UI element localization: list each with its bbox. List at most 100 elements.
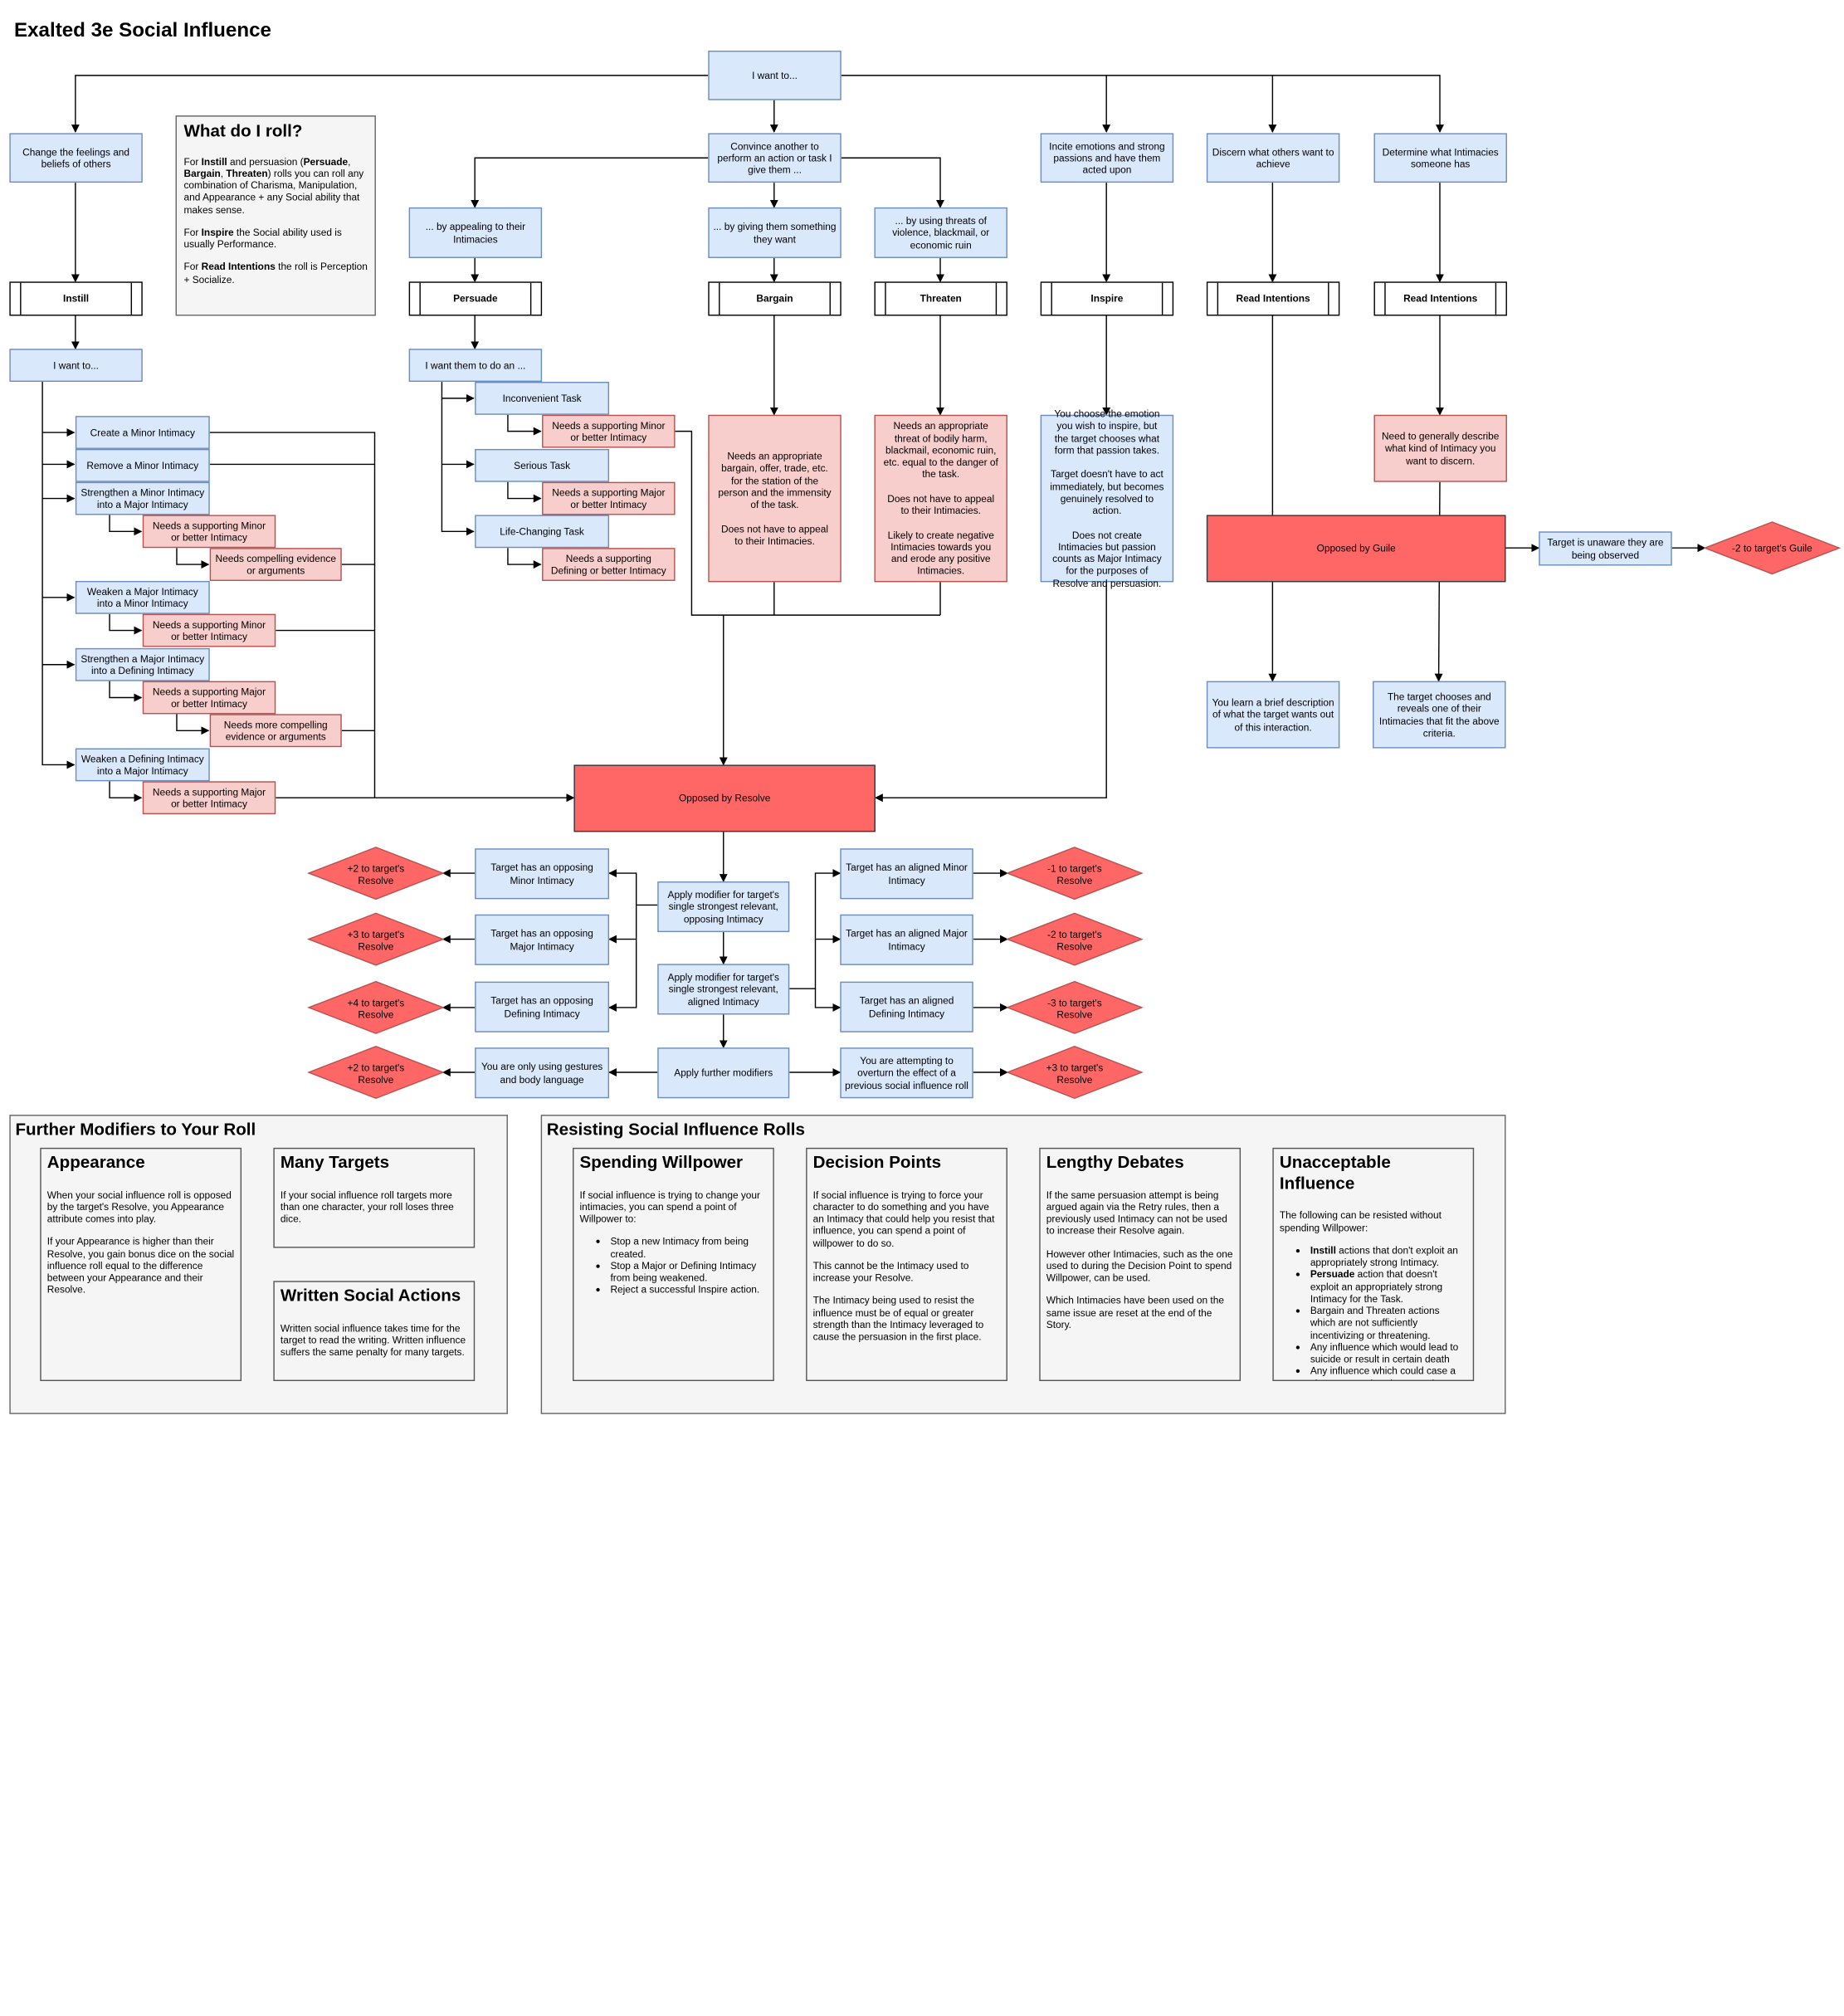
resolve-modifier: -2 to target's Resolve — [1046, 928, 1102, 953]
diamond-shape — [1005, 1046, 1144, 1100]
many-targets-card: Many Targets If your social influence ro… — [273, 1147, 476, 1248]
list-item: Any influence which would lead to suicid… — [1310, 1341, 1467, 1365]
written-actions-title: Written Social Actions — [280, 1286, 461, 1306]
list-item: Stop a new Intimacy from being created. — [610, 1236, 767, 1260]
unacceptable-influence-card: Unacceptable Influence The following can… — [1272, 1147, 1475, 1382]
root-node: I want to... — [708, 51, 842, 100]
written-actions-text: Written social influence takes time for … — [280, 1321, 466, 1358]
opposing-defining-node: Target has an opposing Defining Intimacy — [475, 981, 610, 1032]
lengthy-debates-title: Lengthy Debates — [1046, 1153, 1184, 1173]
apply-further-node: Apply further modifiers — [657, 1047, 790, 1099]
learn-result: You learn a brief description of what th… — [1206, 681, 1340, 749]
convince-node: Convince another to perform an action or… — [708, 133, 842, 183]
read-intentions-process: Read Intentions — [1206, 281, 1340, 316]
remove-minor-node: Remove a Minor Intimacy — [75, 448, 210, 482]
list-item: Persuade action that doesn't exploit an … — [1310, 1268, 1467, 1305]
unacceptable-list: Instill actions that don't exploit an ap… — [1280, 1244, 1467, 1380]
roll-card-heading: What do I roll? — [183, 122, 303, 142]
need-task-major-node: Needs a supporting Major or better Intim… — [542, 481, 676, 515]
further-modifiers-heading: Further Modifiers to Your Roll — [15, 1120, 256, 1140]
resolve-modifier: +2 to target's Resolve — [347, 1062, 405, 1086]
determine-node: Determine what Intimacies someone has — [1373, 133, 1507, 183]
instill-process: Instill — [9, 281, 143, 316]
written-actions-card: Written Social Actions Written social in… — [273, 1281, 476, 1382]
list-item: Instill actions that don't exploit an ap… — [1310, 1244, 1467, 1268]
unaware-node: Target is unaware they are being observe… — [1539, 531, 1672, 566]
instill-want-node: I want to... — [9, 349, 143, 383]
create-minor-node: Create a Minor Intimacy — [75, 416, 210, 449]
list-item: Any influence which could case a charact… — [1310, 1365, 1467, 1380]
opposing-minor-node: Target has an opposing Minor Intimacy — [475, 848, 610, 900]
incite-node: Incite emotions and strong passions and … — [1040, 133, 1174, 183]
apply-opposing-node: Apply modifier for target's single stron… — [657, 881, 790, 933]
describe-note: Need to generally describe what kind of … — [1373, 414, 1507, 482]
diamond-shape — [1005, 912, 1144, 966]
bargain-process: Bargain — [708, 281, 842, 316]
resisting-heading: Resisting Social Influence Rolls — [546, 1120, 805, 1140]
need-task-minor-node: Needs a supporting Minor or better Intim… — [542, 414, 676, 448]
resolve-modifier: -3 to target's Resolve — [1046, 997, 1102, 1021]
reveal-result: The target chooses and reveals one of th… — [1373, 681, 1506, 749]
willpower-list: Stop a new Intimacy from being created. … — [580, 1236, 768, 1296]
aligned-minor-node: Target has an aligned Minor Intimacy — [840, 848, 973, 900]
need-major-node: Needs a supporting Major or better Intim… — [142, 681, 276, 715]
decision-points-title: Decision Points — [812, 1153, 942, 1173]
decision-points-text: This cannot be the Intimacy used to incr… — [812, 1259, 969, 1284]
inspire-note: You choose the emotion you wish to inspi… — [1040, 408, 1174, 588]
resolve-modifier: -1 to target's Resolve — [1046, 862, 1102, 886]
diamond-shape — [1703, 521, 1842, 575]
aligned-defining-node: Target has an aligned Defining Intimacy — [840, 981, 973, 1032]
diamond-shape — [307, 847, 445, 901]
giving-node: ... by giving them something they want — [708, 207, 842, 258]
persuade-want-node: I want them to do an ... — [408, 349, 543, 383]
more-compelling-node: Needs more compelling evidence or argume… — [209, 714, 342, 748]
spending-willpower-card: Spending Willpower If social influence i… — [573, 1147, 774, 1382]
threaten-process: Threaten — [874, 281, 1007, 316]
resolve-modifier: +2 to target's Resolve — [347, 862, 405, 886]
read-intentions-process: Read Intentions — [1373, 281, 1507, 316]
list-item: Bargain and Threaten actions which are n… — [1310, 1305, 1467, 1341]
unacceptable-influence-title: Unacceptable Influence — [1279, 1153, 1391, 1193]
threats-node: ... by using threats of violence, blackm… — [874, 207, 1007, 258]
appearance-text: If your Appearance is higher than their … — [46, 1235, 235, 1296]
need-minor-node: Needs a supporting Minor or better Intim… — [142, 613, 276, 647]
decision-points-text: The Intimacy being used to resist the in… — [812, 1294, 984, 1343]
guile-modifier: -2 to target's Guile — [1731, 542, 1812, 554]
resolve-modifier: +3 to target's Resolve — [1046, 1062, 1104, 1086]
roll-card-paragraph: For Read Intentions the roll is Percepti… — [183, 261, 368, 286]
inspire-process: Inspire — [1040, 281, 1174, 316]
roll-card-paragraph: For Inspire the Social ability used is u… — [183, 226, 342, 251]
many-targets-text: If your social influence roll targets mo… — [280, 1189, 454, 1225]
unacceptable-influence-text: The following can be resisted without sp… — [1279, 1209, 1442, 1233]
spending-willpower-title: Spending Willpower — [579, 1153, 744, 1173]
appearance-card: Appearance When your social influence ro… — [40, 1147, 242, 1382]
what-do-i-roll-card: What do I roll? For Instill and persuasi… — [175, 115, 376, 316]
change-feelings-node: Change the feelings and beliefs of other… — [9, 133, 143, 183]
weaken-major-node: Weaken a Major Intimacy into a Minor Int… — [75, 580, 210, 614]
threaten-note: Needs an appropriate threat of bodily ha… — [874, 414, 1007, 583]
list-item: Reject a successful Inspire action. — [610, 1284, 767, 1296]
strengthen-major-node: Strengthen a Major Intimacy into a Defin… — [75, 647, 210, 681]
inconvenient-task-node: Inconvenient Task — [475, 382, 610, 415]
life-changing-task-node: Life-Changing Task — [475, 515, 610, 549]
list-item: Stop a Major or Defining Intimacy from b… — [610, 1260, 767, 1284]
serious-task-node: Serious Task — [475, 448, 610, 482]
diamond-shape — [1005, 847, 1144, 901]
page-title: Exalted 3e Social Influence — [14, 18, 271, 41]
lengthy-debates-text: If the same persuasion attempt is being … — [1046, 1189, 1227, 1237]
appearance-title: Appearance — [46, 1153, 145, 1173]
opposed-by-guile: Opposed by Guile — [1206, 515, 1506, 583]
need-major-node: Needs a supporting Major or better Intim… — [142, 781, 276, 815]
persuade-process: Persuade — [408, 281, 543, 316]
lengthy-debates-text: However other Intimacies, such as the on… — [1046, 1247, 1233, 1284]
strengthen-minor-node: Strengthen a Minor Intimacy into a Major… — [75, 481, 210, 515]
connector-layer — [41, 75, 1842, 1100]
lengthy-debates-text: Which Intimacies have been used on the s… — [1046, 1294, 1224, 1330]
resolve-modifier: +3 to target's Resolve — [347, 928, 405, 953]
diamond-shape — [1005, 980, 1144, 1034]
roll-card-paragraph: For Instill and persuasion (Persuade, Ba… — [183, 154, 364, 216]
apply-aligned-node: Apply modifier for target's single stron… — [657, 964, 790, 1015]
need-minor-node: Needs a supporting Minor or better Intim… — [142, 515, 276, 549]
aligned-major-node: Target has an aligned Major Intimacy — [840, 914, 973, 965]
